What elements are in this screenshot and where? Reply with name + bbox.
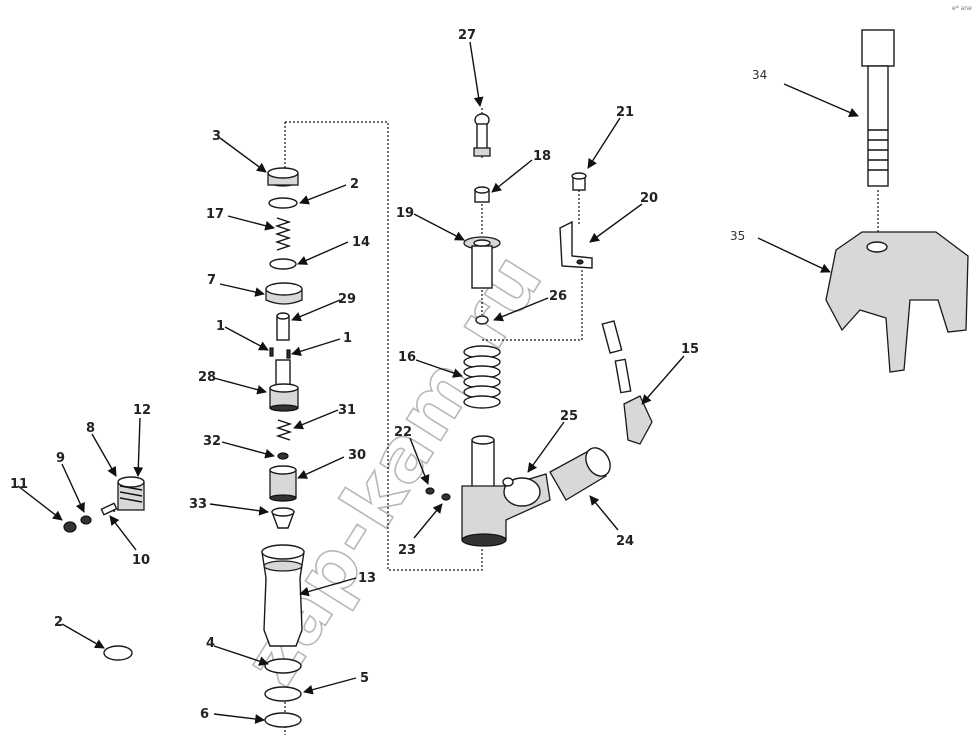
label-1-left: 1 (216, 319, 225, 334)
part-16-spring (463, 345, 501, 409)
label-19: 19 (396, 206, 414, 221)
label-20: 20 (640, 191, 658, 206)
part-17-spring (274, 217, 292, 251)
part-20-bracket (559, 220, 593, 269)
label-9: 9 (56, 451, 65, 466)
label-6: 6 (200, 707, 209, 722)
label-29: 29 (338, 292, 356, 307)
label-13: 13 (358, 571, 376, 586)
label-30: 30 (348, 448, 366, 463)
part-13-injector-body (261, 544, 305, 647)
label-4: 4 (206, 636, 215, 651)
part-9-washer (80, 515, 92, 525)
part-25-pump-housing (461, 435, 551, 547)
label-12: 12 (133, 403, 151, 418)
part-2-seal-ring-loose (103, 645, 133, 661)
label-17: 17 (206, 207, 224, 222)
part-4-seal (264, 658, 302, 674)
assembly-guide-lines (111, 108, 879, 735)
part-29-plunger-tip (276, 312, 290, 341)
label-15: 15 (681, 342, 699, 357)
part-10-pin (100, 502, 118, 516)
part-14-o-ring (269, 258, 297, 270)
part-28-plunger-assembly (269, 359, 299, 412)
label-16: 16 (398, 350, 416, 365)
part-26-ring (475, 315, 489, 325)
label-34: 34 (752, 68, 767, 82)
label-28: 28 (198, 370, 216, 385)
part-2-seal-ring (268, 197, 298, 209)
part-15-linkage (601, 320, 653, 445)
label-14: 14 (352, 235, 370, 250)
label-5: 5 (360, 671, 369, 686)
label-1-right: 1 (343, 331, 352, 346)
label-25: 25 (560, 409, 578, 424)
part-22-ball (425, 487, 435, 495)
label-27: 27 (458, 28, 476, 43)
label-22: 22 (394, 425, 412, 440)
label-24: 24 (616, 534, 634, 549)
part-23-ball (441, 493, 451, 501)
callout-labels: 3 2 17 14 7 29 1 1 28 31 32 30 33 13 4 5… (10, 28, 767, 722)
part-18-bushing (474, 186, 490, 203)
part-19-guide (463, 236, 501, 289)
part-27-plunger-top (473, 113, 491, 157)
label-32: 32 (203, 434, 221, 449)
part-5-seal (264, 686, 302, 702)
part-35-clamp (825, 231, 969, 373)
part-30-body (269, 465, 297, 502)
part-1-pins (269, 347, 291, 359)
label-2: 2 (350, 177, 359, 192)
part-12-sleeve (117, 476, 145, 511)
leader-arrows (17, 41, 859, 724)
part-24-rack-sleeve (549, 447, 611, 501)
label-3: 3 (212, 129, 221, 144)
label-31: 31 (338, 403, 356, 418)
part-34-bolt (861, 29, 895, 187)
label-26: 26 (549, 289, 567, 304)
part-7-cup (265, 282, 303, 305)
part-33-valve (270, 507, 296, 529)
part-11-nut (63, 521, 77, 533)
part-6-seal (264, 712, 302, 728)
label-11: 11 (10, 477, 28, 492)
label-10: 10 (132, 553, 150, 568)
label-7: 7 (207, 273, 216, 288)
part-21-screw (571, 172, 587, 191)
corner-mark: e* ane (952, 5, 972, 12)
label-35: 35 (730, 229, 745, 243)
label-23: 23 (398, 543, 416, 558)
label-33: 33 (189, 497, 207, 512)
label-8: 8 (86, 421, 95, 436)
part-3-cap (267, 167, 299, 187)
part-32-ball (277, 452, 289, 460)
label-2-loose: 2 (54, 615, 63, 630)
label-21: 21 (616, 105, 634, 120)
label-18: 18 (533, 149, 551, 164)
part-31-spring (275, 419, 293, 441)
